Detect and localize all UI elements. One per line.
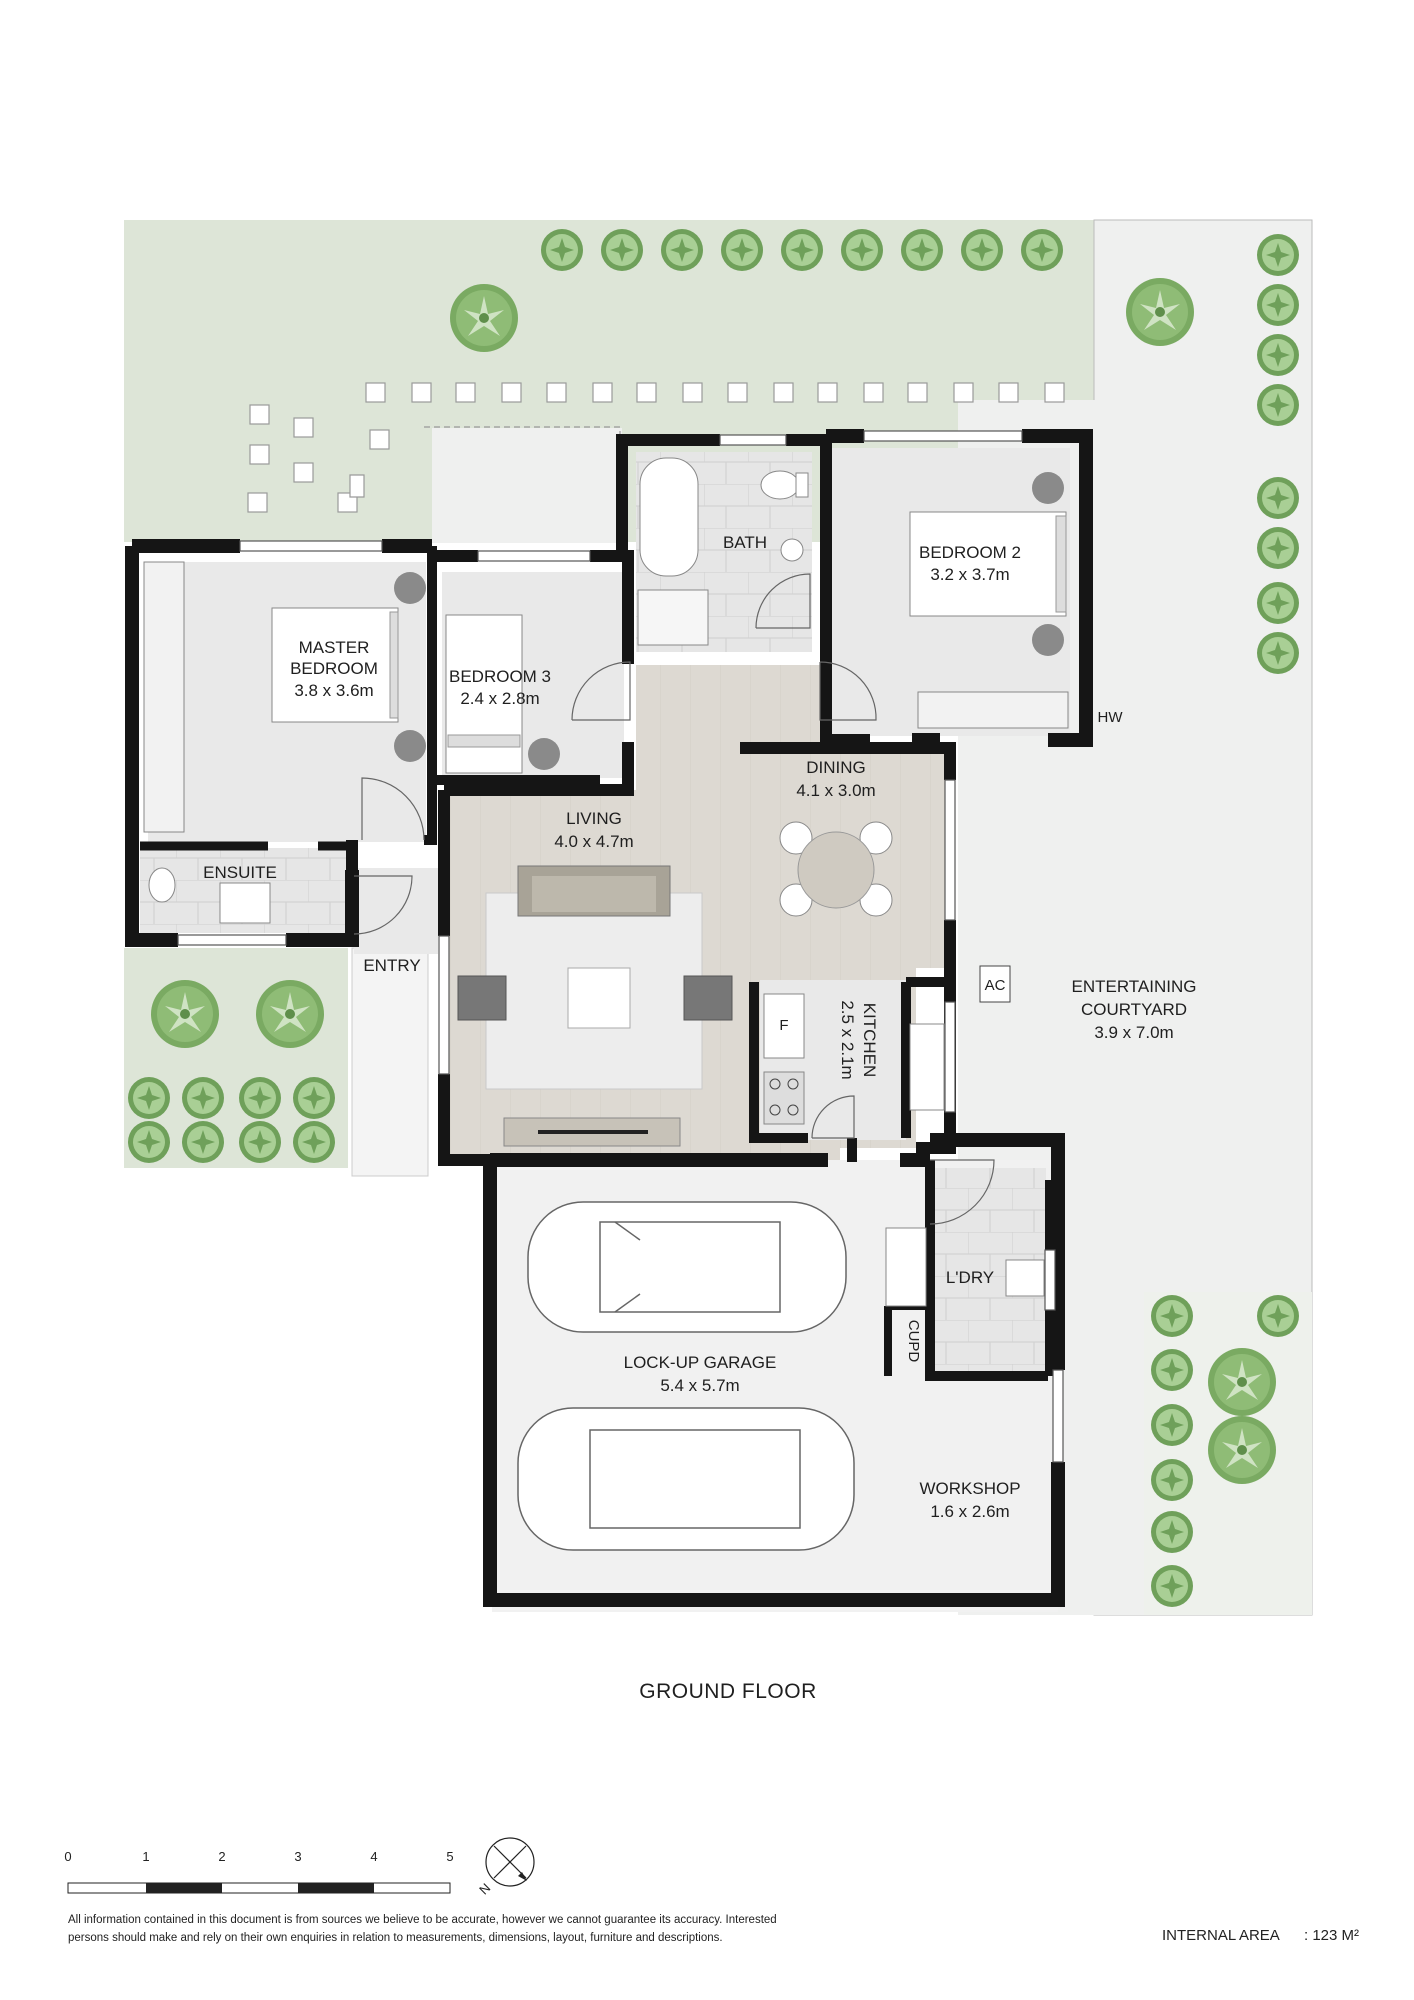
compass-north-label: N (476, 1880, 493, 1897)
car-icon (517, 1407, 855, 1551)
dashed-pergola (424, 426, 621, 443)
master-bedroom-label: BEDROOM (290, 659, 378, 678)
workshop-label: WORKSHOP (919, 1479, 1020, 1498)
windows (177, 430, 1064, 1463)
internal-area-value: : 123 M² (1304, 1927, 1359, 1944)
armchair (457, 975, 507, 1021)
laundry-label: L'DRY (946, 1268, 994, 1287)
floor-title: GROUND FLOOR (639, 1680, 817, 1703)
dining-size: 4.1 x 3.0m (796, 781, 875, 800)
ac-label: AC (985, 977, 1006, 994)
disclaimer-text: persons should make and rely on their ow… (68, 1932, 723, 1944)
small-courtyard (432, 428, 622, 543)
hw-label: HW (1098, 709, 1124, 726)
fridge-label: F (779, 1017, 788, 1034)
coffee-table (567, 967, 631, 1029)
scale-tick-label: 0 (64, 1849, 71, 1864)
scale-tick-label: 5 (446, 1849, 453, 1864)
scale-tick-label: 4 (370, 1849, 377, 1864)
bedroom2-bed (909, 511, 1067, 617)
scale-bar: 0 1 2 3 4 5 (64, 1849, 454, 1894)
master-bedroom-label: MASTER (299, 638, 370, 657)
ac-unit (979, 965, 1011, 1003)
toilet-icon (760, 470, 800, 500)
lamp-icon (394, 730, 426, 762)
courtyard-size: 3.9 x 7.0m (1094, 1023, 1173, 1042)
disclaimer-text: All information contained in this docume… (68, 1914, 777, 1926)
tree-icon (1208, 1416, 1276, 1484)
bedroom3-label: BEDROOM 3 (449, 667, 551, 686)
bedroom2-label: BEDROOM 2 (919, 543, 1021, 562)
dining-table (797, 831, 875, 909)
kitchen-size: 2.5 x 2.1m (838, 1000, 857, 1079)
scale-tick-label: 1 (142, 1849, 149, 1864)
entry-floor (354, 868, 438, 954)
garage-size: 5.4 x 5.7m (660, 1376, 739, 1395)
workshop-size: 1.6 x 2.6m (930, 1502, 1009, 1521)
tree-icon (256, 980, 324, 1048)
toilet-icon (148, 867, 176, 903)
lamp-icon (1032, 472, 1064, 504)
courtyard-label: ENTERTAINING (1072, 977, 1197, 996)
walls (125, 429, 1093, 1607)
laundry-bench (885, 1227, 927, 1307)
bath-label: BATH (723, 533, 767, 552)
bedroom2-size: 3.2 x 3.7m (930, 565, 1009, 584)
tree-icon (151, 980, 219, 1048)
fridge (763, 993, 805, 1059)
stepping-stones (247, 382, 1065, 513)
tree-icon (1126, 278, 1194, 346)
lamp-icon (394, 572, 426, 604)
laundry-tub (1005, 1259, 1045, 1297)
scale-tick-label: 3 (294, 1849, 301, 1864)
living-label: LIVING (566, 809, 622, 828)
living-size: 4.0 x 4.7m (554, 832, 633, 851)
tree-icon (1208, 1348, 1276, 1416)
bedroom3-size: 2.4 x 2.8m (460, 689, 539, 708)
cooktop-icon (763, 1071, 805, 1125)
armchair (683, 975, 733, 1021)
internal-area-label: INTERNAL AREA (1162, 1927, 1280, 1944)
car-icon (527, 1201, 847, 1333)
doors (353, 573, 995, 1225)
master-bedroom-size: 3.8 x 3.6m (294, 681, 373, 700)
wardrobe (917, 691, 1069, 729)
courtyard-label: COURTYARD (1081, 1000, 1187, 1019)
dining-label: DINING (806, 758, 866, 777)
dining-chair (779, 821, 813, 855)
vanity (219, 882, 271, 924)
ensuite-label: ENSUITE (203, 863, 277, 882)
compass-icon: N (476, 1837, 535, 1897)
shower (637, 589, 709, 646)
dining-chair (859, 821, 893, 855)
tree-icon (450, 284, 518, 352)
kitchen-sink (909, 1023, 945, 1111)
garage-label: LOCK-UP GARAGE (624, 1353, 777, 1372)
scale-tick-label: 2 (218, 1849, 225, 1864)
entry-label: ENTRY (363, 956, 420, 975)
furniture (143, 457, 1069, 1551)
lamp-icon (528, 738, 560, 770)
sink-icon (780, 538, 804, 562)
entry-path (351, 947, 429, 1177)
kitchen-label: KITCHEN (860, 1003, 879, 1078)
bathtub (639, 457, 699, 577)
room-labels: MASTER BEDROOM 3.8 x 3.6m BEDROOM 3 2.4 … (203, 533, 1196, 1521)
cupboard-label: CUPD (905, 1320, 922, 1363)
lamp-icon (1032, 624, 1064, 656)
wardrobe (143, 561, 185, 833)
